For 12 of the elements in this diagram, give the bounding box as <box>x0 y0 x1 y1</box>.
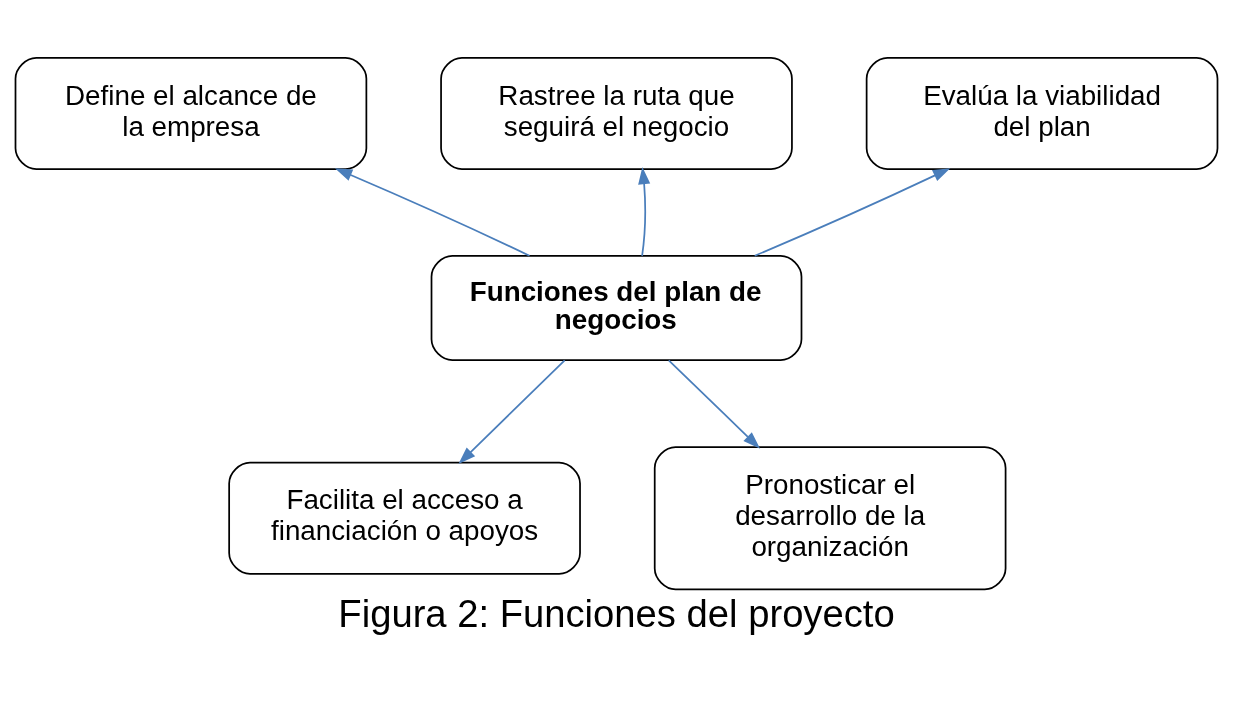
arrow <box>334 168 531 257</box>
arrow <box>458 359 566 464</box>
node-box: Pronosticar el desarrollo de la organización <box>653 446 1007 591</box>
node-box: Define el alcance de la empresa <box>14 57 368 170</box>
node-box: Rastree la ruta que seguirá el negocio <box>440 57 793 170</box>
node-box: Evalúa la viabilidad del plan <box>865 57 1219 170</box>
arrow <box>667 359 761 449</box>
arrow <box>753 168 951 257</box>
arrow <box>638 166 651 257</box>
node-box: Facilita el acceso a financiación o apoyos <box>228 461 581 575</box>
caption: Figura 2: Funciones del proyecto <box>338 591 895 635</box>
node-box: Funciones del plan de negocios <box>430 255 803 362</box>
